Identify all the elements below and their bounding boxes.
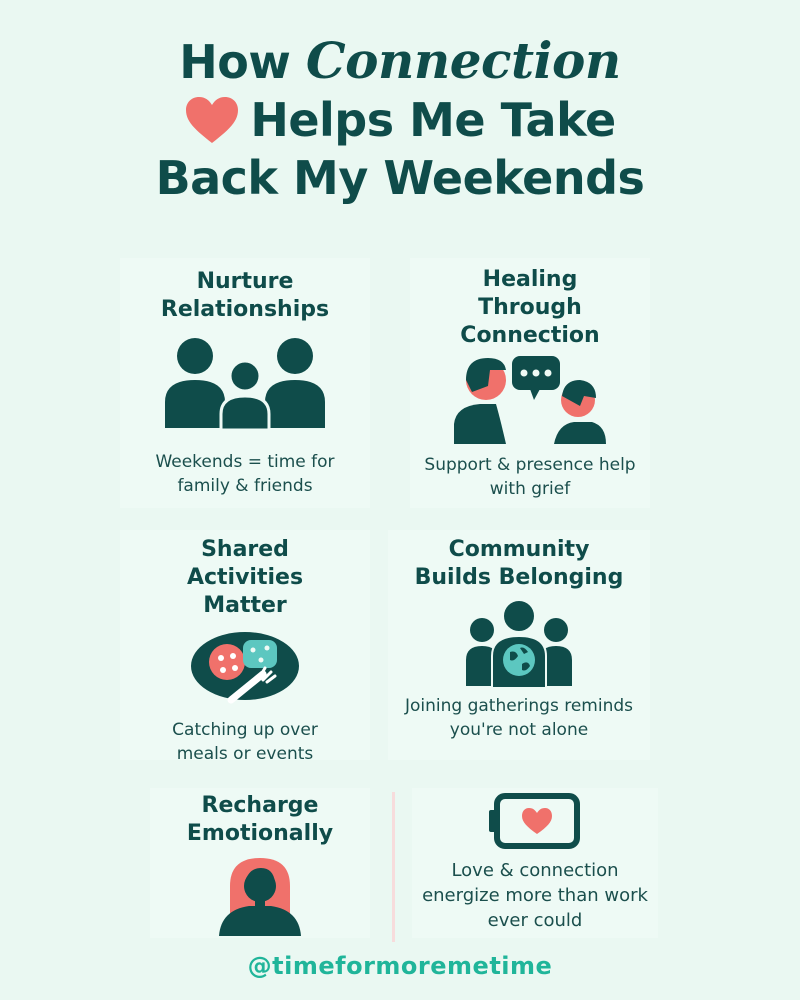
card-heading: Healing Through Connection <box>460 267 600 348</box>
card-nurture-relationships: Nurture Relationships Weekends = time fo… <box>120 258 370 508</box>
person-silhouette-icon <box>219 858 301 936</box>
title-part1: How <box>179 35 291 89</box>
card-text: Catching up over meals or events <box>172 720 318 764</box>
card-heading: Nurture Relationships <box>160 269 330 322</box>
conversation-icon <box>454 356 606 444</box>
card-shared-activities: Shared Activities Matter Catching up ove… <box>120 530 370 764</box>
card-recharge-emotionally: Recharge Emotionally <box>150 788 370 938</box>
title-part3: Back My Weekends <box>155 151 645 205</box>
card-community-belonging: Community Builds Belonging Joining gathe… <box>388 530 650 760</box>
family-icon <box>165 338 325 432</box>
title-highlight: Connection <box>305 31 621 90</box>
divider <box>392 792 395 942</box>
page-title: How Connection Helps Me Take Back My Wee… <box>0 32 800 207</box>
title-part2: Helps Me Take <box>250 93 616 147</box>
meal-plate-icon <box>191 632 299 704</box>
card-text: Support & presence help with grief <box>424 455 636 499</box>
community-globe-icon <box>466 599 572 688</box>
card-heading: Shared Activities Matter <box>186 537 304 618</box>
card-heading: Community Builds Belonging <box>414 537 624 590</box>
heart-battery-icon <box>489 793 580 849</box>
social-handle: @timeformoremetime <box>247 952 553 980</box>
card-healing-through-connection: Healing Through Connection Support & pre… <box>410 258 650 508</box>
card-heading: Recharge Emotionally <box>186 793 334 846</box>
heart-icon <box>186 96 239 143</box>
card-text: Love & connection energize more than wor… <box>422 860 648 931</box>
card-love-connection: Love & connection energize more than wor… <box>412 788 658 938</box>
card-text: Weekends = time for family & friends <box>155 452 335 496</box>
card-text: Joining gatherings reminds you're not al… <box>404 696 634 740</box>
